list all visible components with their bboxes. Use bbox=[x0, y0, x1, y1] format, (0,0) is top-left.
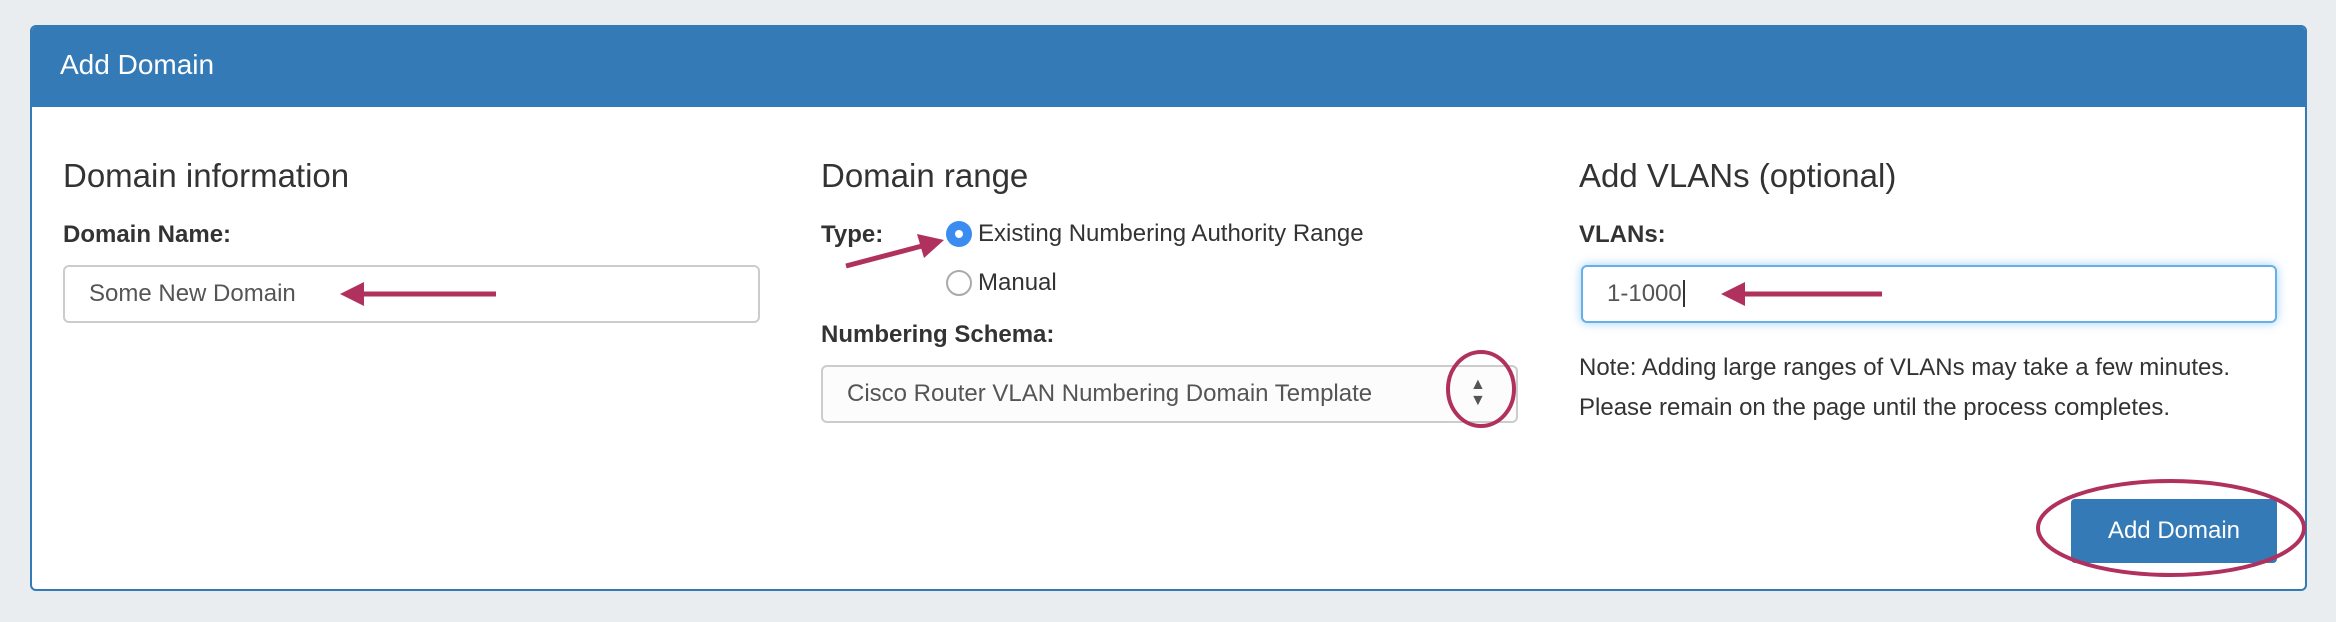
radio-existing-range[interactable] bbox=[946, 221, 972, 247]
numbering-schema-select[interactable]: Cisco Router VLAN Numbering Domain Templ… bbox=[821, 365, 1518, 423]
numbering-schema-value: Cisco Router VLAN Numbering Domain Templ… bbox=[847, 380, 1373, 407]
select-updown-icon: ▲▼ bbox=[1470, 376, 1486, 409]
type-label: Type: bbox=[821, 221, 884, 248]
radio-manual[interactable] bbox=[946, 270, 972, 296]
radio-manual-label[interactable]: Manual bbox=[978, 269, 1057, 296]
vlans-label: VLANs: bbox=[1579, 221, 1666, 248]
add-vlans-heading: Add VLANs (optional) bbox=[1579, 157, 1897, 194]
vlans-input[interactable]: 1-1000 bbox=[1581, 265, 2277, 323]
numbering-schema-label: Numbering Schema: bbox=[821, 321, 1055, 348]
vlans-value: 1-1000 bbox=[1607, 280, 1682, 307]
add-domain-button[interactable]: Add Domain bbox=[2071, 499, 2277, 563]
domain-range-heading: Domain range bbox=[821, 157, 1029, 194]
panel-title: Add Domain bbox=[60, 49, 215, 80]
radio-existing-range-label[interactable]: Existing Numbering Authority Range bbox=[978, 220, 1364, 247]
domain-name-input[interactable]: Some New Domain bbox=[63, 265, 760, 323]
domain-info-heading: Domain information bbox=[63, 157, 350, 194]
domain-name-label: Domain Name: bbox=[63, 221, 232, 248]
vlans-note: Note: Adding large ranges of VLANs may t… bbox=[1579, 354, 2231, 421]
panel-header: Add Domain bbox=[32, 27, 2305, 107]
text-cursor bbox=[1682, 280, 1685, 307]
